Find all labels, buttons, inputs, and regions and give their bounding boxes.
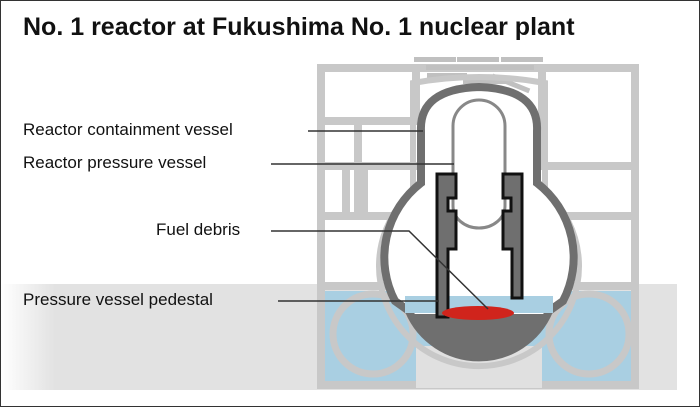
fuel-debris xyxy=(442,306,514,320)
page-title: No. 1 reactor at Fukushima No. 1 nuclear… xyxy=(23,13,575,41)
pedestal-right xyxy=(501,172,524,300)
pedestal-left xyxy=(435,172,458,319)
containment-floor xyxy=(409,314,549,361)
pressure-vessel xyxy=(451,98,507,230)
label-fuel-debris: Fuel debris xyxy=(156,220,241,239)
label-pedestal: Pressure vessel pedestal xyxy=(23,290,213,309)
leader-lines xyxy=(271,130,489,310)
label-containment-vessel: Reactor containment vessel xyxy=(23,120,233,139)
containment-outer-shell xyxy=(376,74,582,370)
label-pressure-vessel: Reactor pressure vessel xyxy=(23,153,207,172)
